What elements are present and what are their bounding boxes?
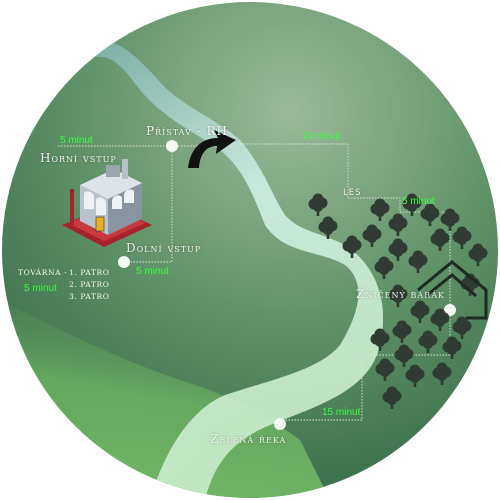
label-les: LES	[343, 188, 362, 198]
label-horni-vstup: Horní vstup	[40, 151, 117, 165]
river	[85, 39, 384, 498]
factory-name: TOVÁRNA -	[18, 268, 68, 277]
house-outline-icon[interactable]	[417, 260, 488, 320]
location-nodes	[118, 140, 456, 430]
time-horni: 5 minut	[60, 135, 93, 146]
label-zniceny-barak: Zničený barák	[356, 287, 445, 301]
time-tovarna: 5 minut	[24, 283, 57, 294]
time-les-barak: 5 minut	[402, 196, 435, 207]
label-pristav: Přístav - RH	[146, 124, 228, 138]
label-zelena-reka: Zelená řeka	[210, 432, 287, 446]
node-horni-vstup[interactable]	[166, 140, 178, 152]
curved-arrow-icon[interactable]	[188, 130, 236, 168]
factory-floor-2: 2. PATRO	[69, 280, 110, 289]
label-dolni-vstup: Dolní vstup	[126, 241, 202, 255]
time-dolni: 5 minut	[136, 266, 169, 277]
factory-floor-1: 1. PATRO	[69, 268, 110, 277]
factory-icon[interactable]	[62, 159, 152, 247]
time-barak-reka: 15 minut	[322, 407, 361, 418]
factory-floor-3: 3. PATRO	[69, 292, 110, 301]
node-dolni-vstup[interactable]	[118, 256, 130, 268]
node-zniceny-barak[interactable]	[444, 304, 456, 316]
node-zelena-reka[interactable]	[274, 418, 286, 430]
time-pristav-les: 10 minut	[302, 131, 341, 142]
